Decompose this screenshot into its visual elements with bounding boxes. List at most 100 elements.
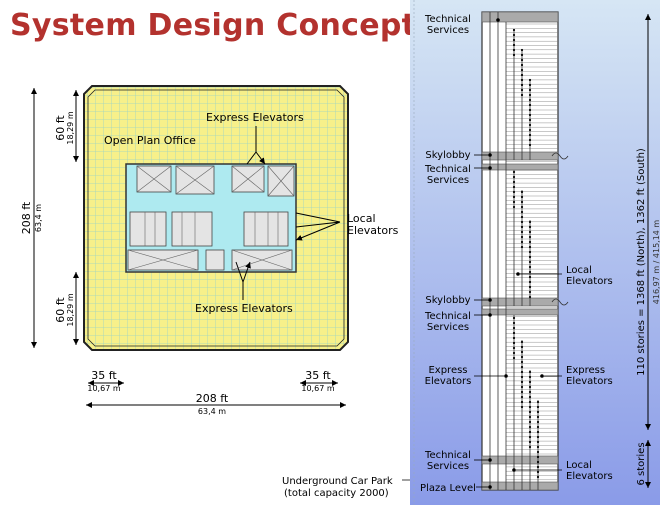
express-elevators-bottom-label: Express Elevators [195,302,293,315]
elevator-stop-dot [512,53,516,57]
dim-208-ft-horizontal: 208 ft [196,392,229,405]
lobby-stop-dot [512,468,516,472]
skylobby-1: Skylobby [425,150,470,161]
elevator-stop-dot [512,346,516,350]
elevator-stop-dot [536,445,540,449]
elevator-stop-dot [528,93,532,97]
elevator-stop-dot [520,48,524,52]
elevator-stop-dot [536,465,540,469]
elevator-stop-dot [512,321,516,325]
elevator-stop-dot [536,435,540,439]
car-park-label-1: Underground Car Park [282,476,393,487]
elevator-stop-dot [512,175,516,179]
tower-section-diagram: Technical Services Skylobby Technical Se… [410,0,660,505]
elevator-stop-dot [512,33,516,37]
elevator-stop-dot [512,43,516,47]
elevator-stop-dot [528,435,532,439]
dim-208-m-vertical: 63,4 m [34,204,43,232]
elevator-stop-dot [520,63,524,67]
elevator-stop-dot [528,108,532,112]
elevator-stop-dot [528,230,532,234]
elevator-stop-dot [536,455,540,459]
express-elevators-right-2: Elevators [566,376,613,387]
elevator-stop-dot [520,405,524,409]
elevator-stop-dot [528,103,532,107]
technical-services-mid2-2: Services [427,322,469,333]
elevator-stop-dot [528,380,532,384]
elevator-stop-dot [528,410,532,414]
elevator-stop-dot [520,83,524,87]
elevator-banks [127,165,295,271]
lobby-stop-dot [488,313,492,317]
elevator-stop-dot [520,385,524,389]
local-elevators-lower-1: Local [566,460,592,471]
lobby-stop-dot [488,166,492,170]
elevator-stop-dot [520,200,524,204]
elevator-stop-dot [520,88,524,92]
elevator-stop-dot [512,356,516,360]
elevator-stop-dot [528,143,532,147]
elevator-stop-dot [520,390,524,394]
plaza-level-label: Plaza Level [420,483,476,494]
elevator-stop-dot [528,405,532,409]
car-park-label-2: (total capacity 2000) [284,488,389,499]
elevator-stop-dot [528,275,532,279]
elevator-stop-dot [528,128,532,132]
elevator-stop-dot [528,270,532,274]
elevator-stop-dot [512,195,516,199]
elevator-stop-dot [528,123,532,127]
lobby-stop-dot [488,485,492,489]
elevator-stop-dot [528,425,532,429]
elevator-stop-dot [520,220,524,224]
technical-services-mid1-1: Technical [424,164,471,175]
elevator-stop-dot [520,53,524,57]
elevator-stop-dot [528,138,532,142]
elevator-stop-dot [512,38,516,42]
local-elevators-upper-1: Local [566,265,592,276]
skylobby-2: Skylobby [425,295,470,306]
elevator-stop-dot [520,245,524,249]
technical-services-top-2: Services [427,25,469,36]
elevator-stop-dot [528,285,532,289]
lobby-stop-dot [496,18,500,22]
local-elevators-lower-2: Elevators [566,471,613,482]
elevator-stop-dot [520,360,524,364]
elevator-stop-dot [528,260,532,264]
elevator-stop-dot [512,326,516,330]
elevator-stop-dot [520,195,524,199]
express-elevators-left-1: Express [428,365,467,376]
express-elevators-right-1: Express [566,365,605,376]
elevator-stop-dot [528,390,532,394]
elevator-stop-dot [536,440,540,444]
elevator-stop-dot [528,78,532,82]
local-elevators-label-2: Elevators [347,224,399,237]
elevator-stop-dot [536,475,540,479]
open-plan-office-label: Open Plan Office [104,134,196,147]
elevator-stop-dot [520,235,524,239]
elevator-stop-dot [528,400,532,404]
stories-height-m-label: 416,97 m / 415,14 m [652,220,660,305]
technical-services-bottom-1: Technical [424,450,471,461]
elevator-stop-dot [520,370,524,374]
elevator-stop-dot [536,400,540,404]
elevator-stop-dot [536,420,540,424]
elevator-stop-dot [536,415,540,419]
dim-208-ft-vertical: 208 ft [20,201,33,234]
express-elevators-top-label: Express Elevators [206,111,304,124]
elevator-stop-dot [528,83,532,87]
elevator-stop-dot [528,415,532,419]
lobby-stop-dot [516,272,520,276]
elevator-stop-dot [528,375,532,379]
elevator-stop-dot [520,340,524,344]
technical-services-top-1: Technical [424,14,471,25]
technical-services-mid1-2: Services [427,175,469,186]
dim-60-ft-bottom: 60 ft [54,297,67,323]
elevator-stop-dot [512,170,516,174]
elevator-stop-dot [528,440,532,444]
elevator-stop-dot [512,316,516,320]
elevator-stop-dot [528,113,532,117]
elevator-stop-dot [528,420,532,424]
elevator-stop-dot [528,445,532,449]
elevator-stop-dot [512,190,516,194]
elevator-stop-dot [536,430,540,434]
